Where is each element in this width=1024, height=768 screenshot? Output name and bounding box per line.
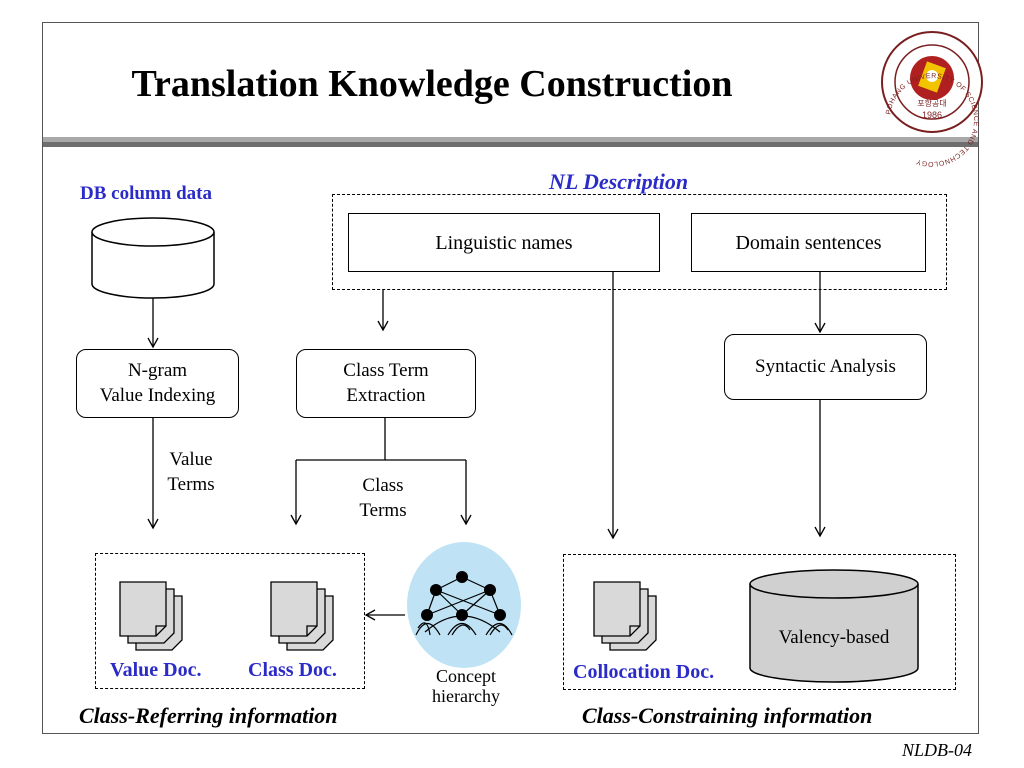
slide-frame bbox=[42, 22, 979, 734]
syntactic-analysis-box: Syntactic Analysis bbox=[724, 334, 927, 400]
class-term-line1: Class Term bbox=[343, 359, 429, 381]
value-doc-stack-icon bbox=[119, 581, 183, 651]
ngram-value-indexing-box: N-gram Value Indexing bbox=[76, 349, 239, 418]
class-referring-container bbox=[95, 553, 365, 689]
class-doc-label: Class Doc. bbox=[248, 659, 337, 681]
nl-description-container bbox=[332, 194, 947, 290]
class-term-line2: Extraction bbox=[346, 384, 426, 406]
seal-korean-text: 포항공대 bbox=[917, 99, 946, 108]
linguistic-names-text: Linguistic names bbox=[435, 231, 573, 254]
linguistic-names-box: Linguistic names bbox=[348, 213, 660, 272]
db-column-data-label: DB column data bbox=[80, 183, 212, 204]
class-doc-stack-icon bbox=[270, 581, 334, 651]
value-terms-label: Value Terms bbox=[167, 449, 215, 495]
concept-hierarchy-label: Concept hierarchy bbox=[432, 666, 500, 706]
class-referring-caption: Class-Referring information bbox=[79, 703, 338, 728]
class-term-extraction-box: Class Term Extraction bbox=[296, 349, 476, 418]
footer-label: NLDB-04 bbox=[901, 740, 972, 760]
nl-description-label: NL Description bbox=[549, 169, 689, 194]
syntactic-analysis-text: Syntactic Analysis bbox=[755, 355, 896, 377]
concept-hierarchy-network-icon bbox=[407, 542, 521, 668]
valency-based-label: Valency-based bbox=[778, 627, 890, 648]
collocation-doc-stack-icon bbox=[593, 581, 657, 651]
ngram-line2: Value Indexing bbox=[99, 384, 216, 406]
valency-cylinder-icon bbox=[749, 569, 919, 683]
value-doc-label: Value Doc. bbox=[110, 659, 202, 681]
collocation-doc-label: Collocation Doc. bbox=[573, 661, 715, 683]
class-constraining-container bbox=[563, 554, 956, 690]
class-terms-label: Class Terms bbox=[359, 475, 407, 521]
slide-title: Translation Knowledge Construction bbox=[131, 63, 733, 105]
domain-sentences-box: Domain sentences bbox=[691, 213, 926, 272]
class-constraining-caption: Class-Constraining information bbox=[582, 703, 873, 728]
title-rule-dark bbox=[43, 142, 978, 147]
title-rule-light bbox=[43, 137, 978, 142]
ngram-line1: N-gram bbox=[127, 359, 188, 381]
db-cylinder-icon bbox=[91, 217, 215, 299]
seal-year-text: 1986 bbox=[922, 110, 942, 120]
domain-sentences-text: Domain sentences bbox=[735, 231, 882, 254]
